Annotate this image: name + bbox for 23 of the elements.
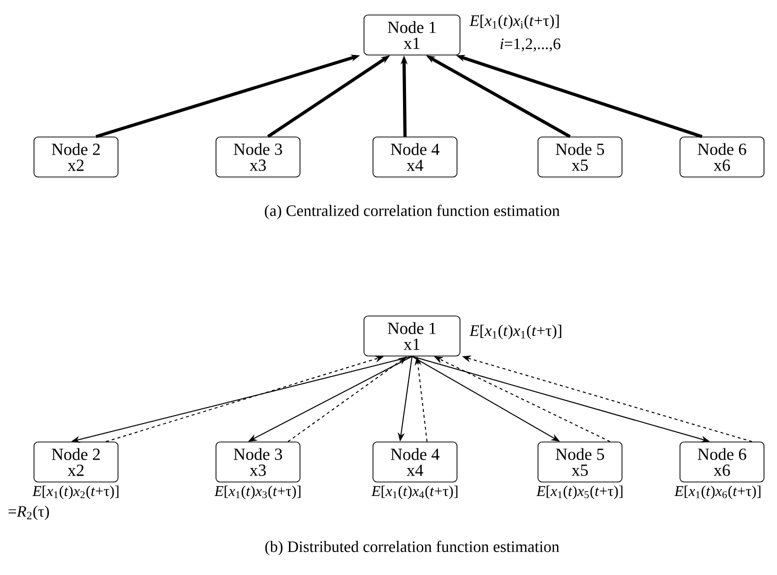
formula-label: E[x$_{1}$(t)x$_{2}$(t+τ)] (32, 486, 118, 500)
formula-label: E[x$_{1}$(t)x$_{3}$(t+τ)] (214, 486, 300, 500)
formula-label: i=1,2,...,6 (500, 38, 560, 52)
node-box: Node 1 x1 (364, 316, 460, 356)
node-box: Node 2 x2 (34, 442, 118, 482)
formula-label: E[x$_{1}$(t)x$_{1}$(t+τ)] (469, 324, 562, 340)
node-box: Node 3 x3 (216, 136, 300, 178)
node-box: Node 2 x2 (34, 136, 118, 178)
node-box: Node 6 x6 (680, 136, 764, 178)
caption: (b) Distributed correlation function estimation (265, 540, 560, 556)
formula-label: E[x$_{1}$(t)x$_{i}$(t+τ)] (469, 14, 559, 30)
node-box: Node 6 x6 (680, 442, 764, 482)
node-box: Node 1 x1 (364, 14, 460, 56)
node-box: Node 4 x4 (372, 136, 458, 178)
caption: (a) Centralized correlation function estimation (264, 204, 560, 220)
formula-label: E[x$_{1}$(t)x$_{5}$(t+τ)] (536, 486, 622, 500)
formula-label: =R$_{2}$(τ) (8, 506, 49, 520)
node-box: Node 3 x3 (216, 442, 300, 482)
formula-label: E[x$_{1}$(t)x$_{4}$(t+τ)] (371, 486, 458, 500)
node-box: Node 5 x5 (538, 442, 622, 482)
formula-label: E[x$_{1}$(t)x$_{6}$(t+τ)] (674, 486, 760, 500)
node-box: Node 4 x4 (372, 442, 458, 482)
node-box: Node 5 x5 (538, 136, 622, 178)
